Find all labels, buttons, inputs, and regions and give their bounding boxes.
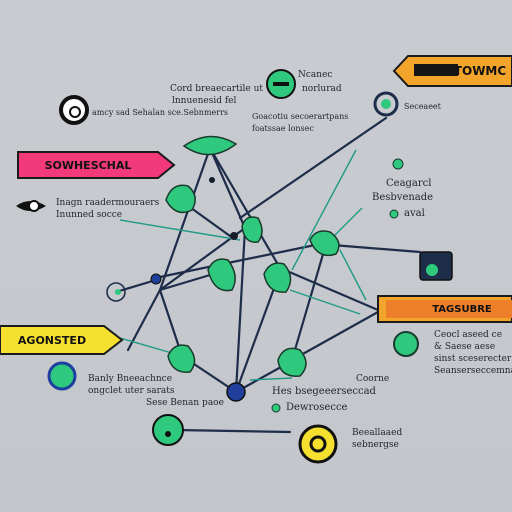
label-left-mid-1: Inagn raadermouraers: [56, 198, 160, 208]
headphones-icon-fill: [381, 99, 391, 109]
chat-icon-dot: [165, 431, 171, 437]
small-teal-dot: [389, 209, 399, 219]
label-bottom-left-2: ongclet uter sarats: [88, 386, 175, 396]
junction-node-blue[interactable]: [226, 382, 246, 402]
banner-right-orange-label: TAGSUBRE: [432, 303, 492, 315]
label-right-box-2: & Saese aese: [434, 342, 496, 352]
graph-edge: [174, 428, 292, 434]
label-bottom-right-1: Beeallaaed: [352, 428, 403, 438]
graph-edge-secondary: [291, 149, 357, 271]
small-teal-dot: [392, 158, 404, 170]
graph-edge: [153, 242, 322, 280]
graph-edge: [114, 278, 158, 294]
graph-edge: [238, 116, 388, 220]
graph-edge: [158, 146, 212, 292]
banner-orange-inner: [386, 300, 512, 318]
label-top-center-1: Cord breaecartile ut: [170, 84, 263, 94]
graph-edge-secondary: [339, 249, 367, 301]
label-right-mid-1: Ceagarcl: [386, 178, 432, 189]
label-left-circle: amcy sad Sehalan sce.Sebnmerrs: [92, 108, 229, 117]
graph-node[interactable]: [309, 230, 340, 257]
banner-left-yellow-label: AGONSTED: [17, 333, 87, 347]
label-right-mid-2: Besbvenade: [372, 192, 434, 203]
banner-left-pink[interactable]: SOWHESCHAL: [20, 154, 156, 176]
graph-edge-secondary: [249, 377, 293, 381]
banner-pink-shape: [17, 151, 176, 179]
label-right-box-3: sinst sceserecter: [434, 354, 512, 364]
graph-edge: [208, 146, 282, 270]
label-bottom-left-3: Sese Benan paoe: [146, 398, 224, 408]
link-icon-inner: [69, 106, 81, 118]
junction-node-blue[interactable]: [150, 273, 162, 285]
label-top-right-node-1: Ncanec: [298, 70, 333, 80]
hollow-node[interactable]: [106, 282, 126, 302]
headphones-icon[interactable]: [373, 91, 399, 117]
small-teal-dot: [271, 403, 281, 413]
label-top-right-node-2: norlurad: [302, 84, 342, 94]
target-icon[interactable]: [298, 424, 338, 464]
small-leaf-icon: [115, 289, 121, 295]
graph-edge: [234, 270, 282, 394]
graph-edge: [290, 310, 380, 362]
banner-top-right-bar: [414, 64, 458, 76]
graph-node[interactable]: [165, 184, 196, 214]
label-bottom-center-1: Coorne: [356, 374, 390, 384]
graph-node[interactable]: [241, 216, 263, 243]
label-center-2: foatssae lonsec: [252, 124, 314, 133]
label-bottom-center-2: Hes bsegeeerseccad: [272, 386, 376, 397]
chat-icon[interactable]: [152, 414, 184, 446]
label-center-1: Goacotiu secoerartpans: [252, 112, 349, 121]
link-icon[interactable]: [59, 95, 89, 125]
label-right-box-4: Seanserseccemna: [434, 366, 512, 376]
eye-icon-pupil: [28, 200, 40, 212]
label-right-box-1: Ceocl aseed ce: [434, 330, 503, 340]
gear-icon[interactable]: [47, 361, 77, 391]
target-icon-inner: [309, 435, 327, 453]
graph-edge: [278, 266, 380, 312]
label-top-center-2: lnnuenesid fel: [172, 96, 237, 106]
junction-dot: [209, 177, 215, 183]
graph-node[interactable]: [167, 344, 196, 373]
chart-card-icon-dot: [426, 264, 438, 276]
label-bottom-left-1: Banly Bneeachnce: [88, 374, 173, 384]
banner-left-yellow[interactable]: AGONSTED: [0, 328, 104, 352]
label-left-mid-2: Inunned socce: [56, 210, 123, 220]
graph-edge: [208, 146, 247, 230]
banner-left-pink-label: SOWHESCHAL: [44, 158, 132, 172]
banner-yellow-shape: [0, 325, 124, 355]
graph-node[interactable]: [263, 262, 292, 293]
junction-dot: [230, 232, 238, 240]
banner-top-right-label: TOWMC: [453, 64, 507, 78]
label-bottom-right-2: sebnergse: [352, 440, 399, 450]
graph-edge-secondary: [289, 289, 361, 315]
label-bottom-center-3: Dewrosecce: [286, 402, 348, 413]
label-right-small: Seceaeet: [404, 102, 441, 111]
graph-edge: [234, 226, 247, 394]
graph-node[interactable]: [277, 347, 307, 377]
graph-node[interactable]: [207, 258, 236, 292]
graph-edge-secondary: [119, 219, 241, 241]
minus-icon-bar: [273, 82, 289, 86]
globe-icon[interactable]: [393, 331, 419, 357]
label-right-mid-3: aval: [404, 208, 425, 219]
node-top-leaf[interactable]: [182, 135, 238, 156]
banner-top-right[interactable]: TOWMC: [448, 58, 512, 84]
graph-edge: [126, 288, 162, 352]
graph-edge: [290, 242, 328, 362]
banner-right-orange[interactable]: TAGSUBRE: [412, 300, 512, 318]
